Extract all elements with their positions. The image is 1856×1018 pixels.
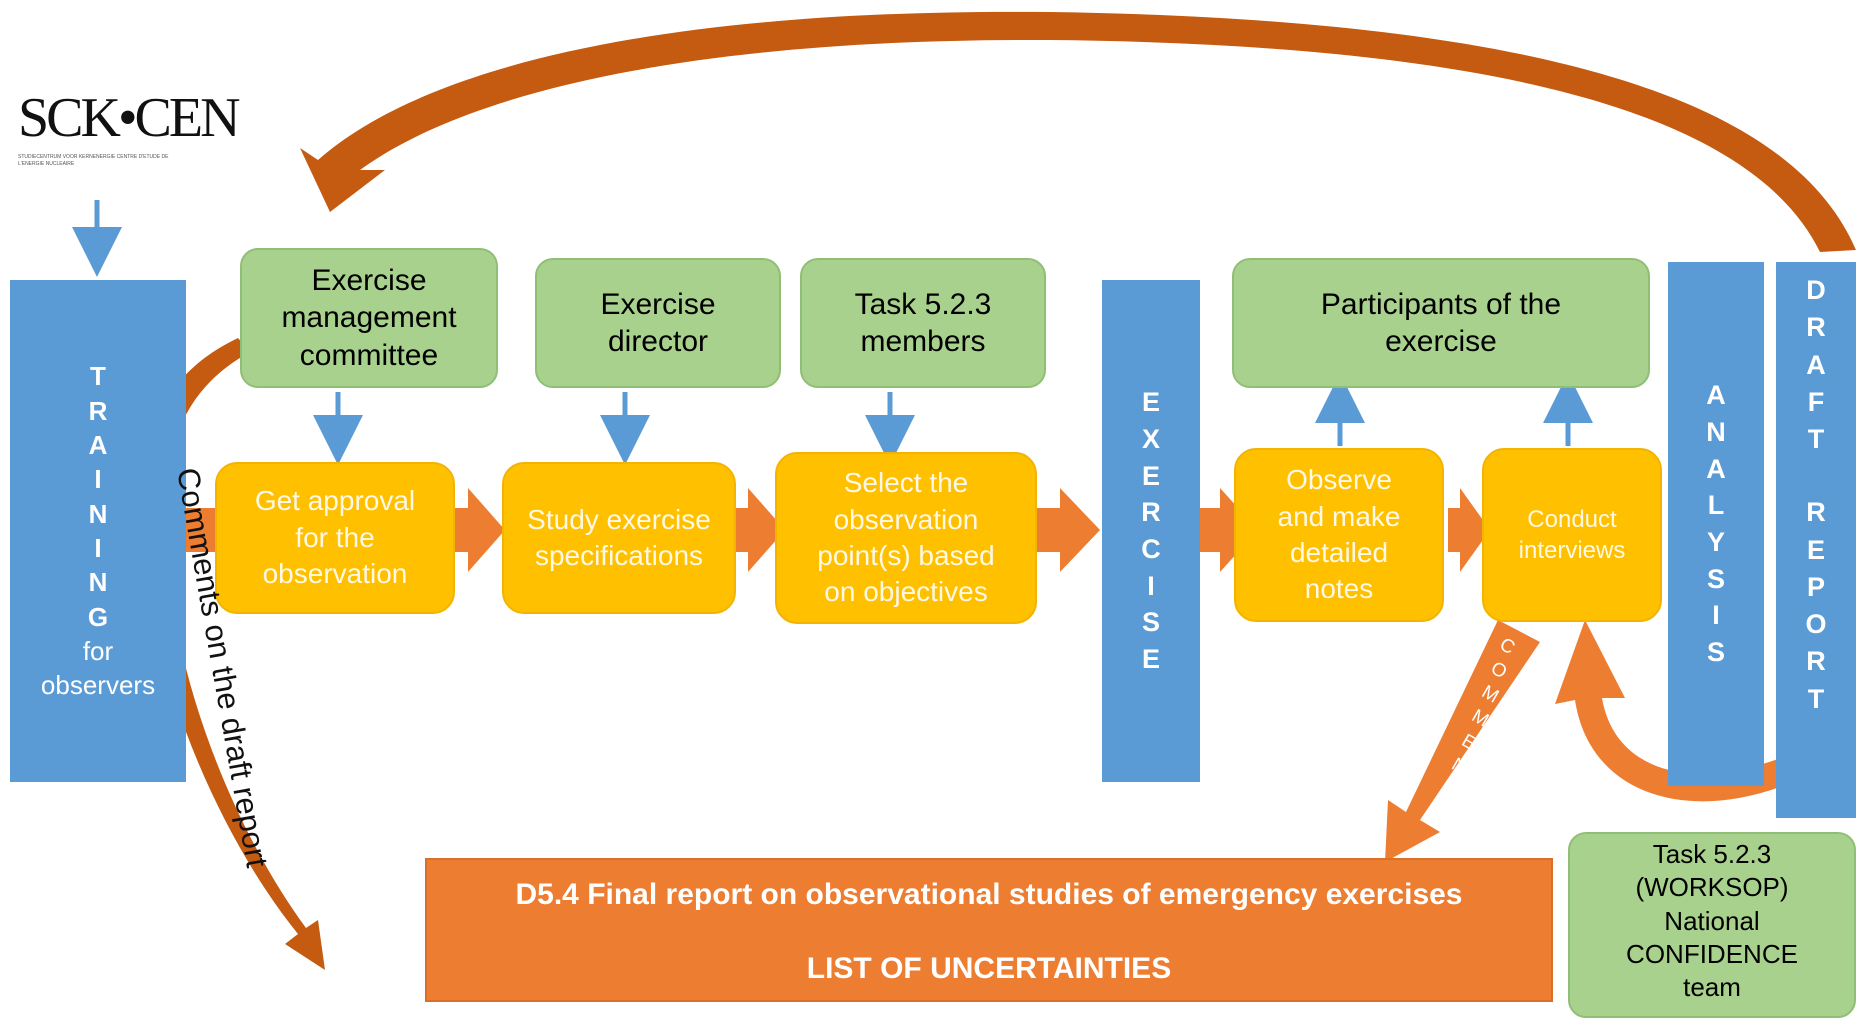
observe-label: Observe and make detailed notes (1277, 464, 1401, 605)
training-letter: T (90, 361, 106, 392)
step-conduct-interviews: Conduct interviews (1482, 448, 1662, 622)
flow-arrow-6 (1448, 488, 1490, 572)
step-observe-notes: Observe and make detailed notes (1234, 448, 1444, 622)
final-report-title: D5.4 Final report on observational studi… (515, 878, 1463, 911)
comments-letter: E (1457, 730, 1480, 755)
exercise-letter: E (1141, 387, 1160, 418)
workshop-label: Task 5.2.3 (WORKSOP) National CONFIDENCE… (1626, 839, 1798, 1003)
draft-letter: A (1806, 349, 1826, 380)
workshop-confidence-team: Task 5.2.3 (WORKSOP) National CONFIDENCE… (1568, 832, 1856, 1018)
exercise-letter: I (1147, 570, 1155, 601)
flow-arrow-4 (1032, 488, 1100, 572)
final-report-box: D5.4 Final report on observational studi… (425, 858, 1553, 1002)
draft-report-bar: D R A F T R E P O R T (1776, 262, 1856, 818)
comments-arrow-label: C O M M E N T S (1412, 634, 1532, 846)
analysis-letter: A (1706, 453, 1726, 484)
training-letter: A (88, 430, 108, 461)
training-sub-observers: observers (40, 670, 156, 701)
analysis-letter: S (1706, 563, 1725, 594)
training-bar: T R A I N I N G for observers (10, 280, 186, 782)
select-label: Select the observation point(s) based on… (817, 467, 995, 608)
report-letter: T (1807, 683, 1825, 714)
analysis-letter: I (1712, 600, 1720, 631)
draft-letter: D (1806, 275, 1826, 305)
exercise-letter: E (1141, 460, 1160, 491)
task-members: Task 5.2.3 members (800, 258, 1046, 388)
task-members-label: Task 5.2.3 members (854, 287, 992, 359)
final-report-subtitle: LIST OF UNCERTAINTIES (806, 952, 1172, 985)
comments-letter: S (1427, 802, 1450, 827)
participants-label: Participants of the exercise (1320, 287, 1562, 359)
participants-of-exercise: Participants of the exercise (1232, 258, 1650, 388)
report-letter: R (1806, 497, 1826, 528)
analysis-letter: S (1706, 637, 1725, 668)
training-letter: I (94, 464, 102, 495)
analysis-letter: A (1706, 380, 1726, 411)
flow-arrow-2 (452, 488, 505, 572)
draft-letter: F (1807, 386, 1825, 417)
exercise-bar: E X E R C I S E (1102, 280, 1200, 782)
flow-arrow-5 (1200, 488, 1258, 572)
exercise-director: Exercise director (535, 258, 781, 388)
committee-label: Exercise management committee (281, 263, 457, 372)
exercise-letter: R (1141, 497, 1161, 528)
draft-letter: R (1806, 312, 1826, 343)
analysis-letter: Y (1706, 527, 1725, 557)
interviews-label: Conduct interviews (1518, 505, 1626, 564)
exercise-management-committee: Exercise management committee (240, 248, 498, 388)
step-get-approval: Get approval for the observation (215, 462, 455, 614)
analysis-letter: L (1707, 490, 1725, 521)
exercise-letter: S (1141, 607, 1160, 638)
draft-to-interviews-curve (1555, 620, 1815, 802)
feedback-curve-arrow (300, 11, 1856, 253)
training-letter: R (88, 395, 108, 426)
exercise-letter: C (1141, 534, 1161, 564)
exercise-letter: E (1141, 644, 1160, 675)
exercise-letter: X (1141, 423, 1160, 454)
comments-letter: M (1478, 681, 1503, 708)
analysis-bar: A N A L Y S I S (1668, 262, 1764, 786)
report-letter: R (1806, 646, 1826, 677)
comments-letter: O (1486, 657, 1511, 684)
study-label: Study exercise specifications (527, 503, 711, 571)
comments-letter: C (1495, 634, 1519, 660)
flow-arrow-3 (732, 488, 785, 572)
step-study-specifications: Study exercise specifications (502, 462, 736, 614)
report-letter: P (1806, 571, 1825, 602)
analysis-letter: N (1706, 416, 1726, 447)
comments-letter: M (1468, 705, 1493, 732)
comments-letter: N (1447, 754, 1471, 780)
comments-letter: T (1437, 778, 1459, 803)
director-label: Exercise director (600, 287, 716, 359)
draft-letter: T (1807, 424, 1825, 454)
logo-subtitle: STUDIECENTRUM VOOR KERNENERGIE CENTRE D'… (18, 154, 169, 167)
training-letter: G (87, 601, 109, 632)
report-letter: E (1806, 534, 1825, 565)
training-sub-for: for (82, 635, 114, 666)
training-letter: I (94, 533, 102, 563)
training-letter: N (88, 498, 108, 529)
approval-label: Get approval for the observation (254, 485, 416, 590)
step-select-observation-points: Select the observation point(s) based on… (775, 452, 1037, 624)
comments-diagonal-arrow (1385, 620, 1540, 862)
report-letter: O (1805, 609, 1827, 639)
training-letter: N (88, 567, 108, 598)
